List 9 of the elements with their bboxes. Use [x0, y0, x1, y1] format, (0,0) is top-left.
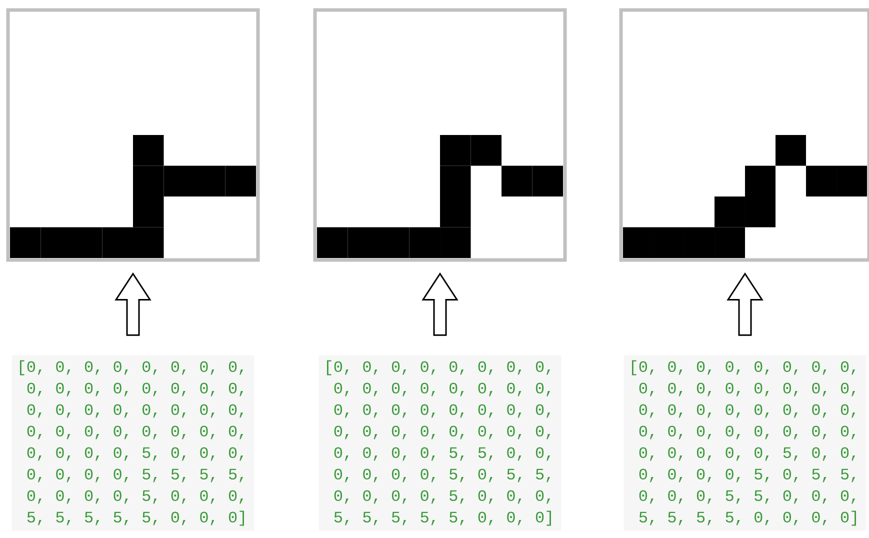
pixel-grid-image: [313, 8, 567, 262]
hollow-arrow: [726, 272, 764, 336]
hollow-arrow: [422, 272, 458, 336]
code-block: [0, 0, 0, 0, 0, 0, 0, 0, 0, 0, 0, 0, 0, 0, 0, 0, 0, 0, 0, 0, 0, 0, 0, 0, 0, 0, 0, 0, 0, 0, 0, 0, 0, 0, 0, 0, 5, 0, 0, 0, 0, 0, 0, 0, 5, 5, 5, 5, 0, 0, 0, 0, 5, 0, 0, 0, 5, 5, 5, 5, 5, 0, 0, 0]: [12, 355, 254, 531]
pixel-grid-image: [619, 8, 869, 262]
code-block: [0, 0, 0, 0, 0, 0, 0, 0, 0, 0, 0, 0, 0, 0, 0, 0, 0, 0, 0, 0, 0, 0, 0, 0, 0, 0, 0, 0, 0, 0, 0, 0, 0, 0, 0, 0, 5, 5, 0, 0, 0, 0, 0, 0, 5, 0, 5, 5, 0, 0, 0, 0, 5, 0, 0, 0, 5, 5, 5, 5, 5, 0, 0, 0]: [318, 355, 562, 531]
code-block: [0, 0, 0, 0, 0, 0, 0, 0, 0, 0, 0, 0, 0, 0, 0, 0, 0, 0, 0, 0, 0, 0, 0, 0, 0, 0, 0, 0, 0, 0, 0, 0, 0, 0, 0, 0, 0, 5, 0, 0, 0, 0, 0, 0, 5, 0, 5, 5, 0, 0, 0, 5, 5, 0, 0, 0, 5, 5, 5, 5, 0, 0, 0, 0]: [624, 355, 866, 531]
pixel-grid-image: [6, 8, 260, 262]
hollow-arrow: [114, 272, 152, 336]
